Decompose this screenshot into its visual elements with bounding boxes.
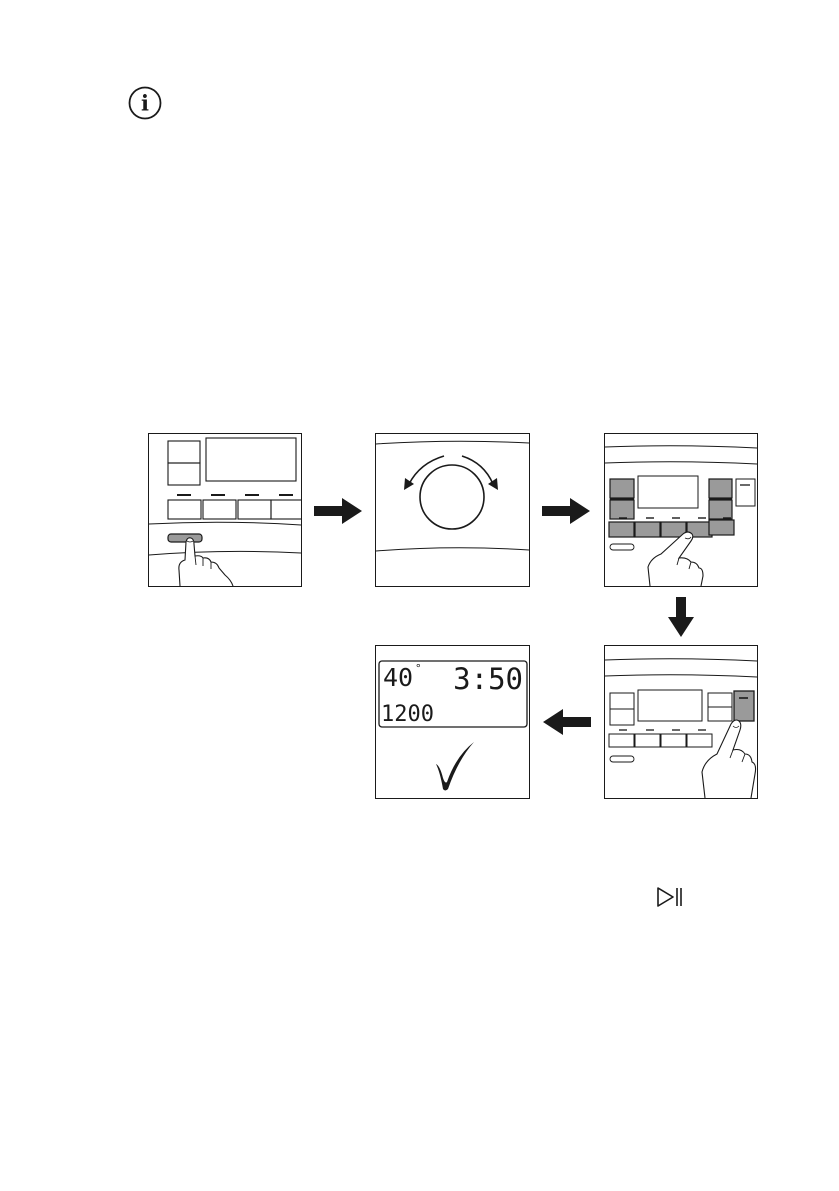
info-icon: i — [128, 86, 162, 120]
display-spin: 1200 — [381, 702, 434, 727]
arrow-left-icon — [543, 709, 591, 735]
checkmark-icon — [436, 742, 474, 791]
step-4-panel — [604, 645, 758, 799]
arrow-down-icon — [668, 597, 694, 637]
display-time: 3:50 — [453, 662, 523, 696]
step-1-panel — [148, 433, 302, 587]
display-temperature: 40 — [383, 663, 413, 692]
step-5-panel: 40 ° 3:50 1200 — [375, 645, 530, 799]
start-pause-icon — [656, 886, 684, 908]
display-degree: ° — [415, 662, 422, 675]
step-3-panel — [604, 433, 758, 587]
svg-text:i: i — [141, 91, 149, 116]
step-2-panel — [375, 433, 530, 587]
arrow-right-icon — [314, 498, 362, 524]
arrow-right-icon — [542, 498, 590, 524]
